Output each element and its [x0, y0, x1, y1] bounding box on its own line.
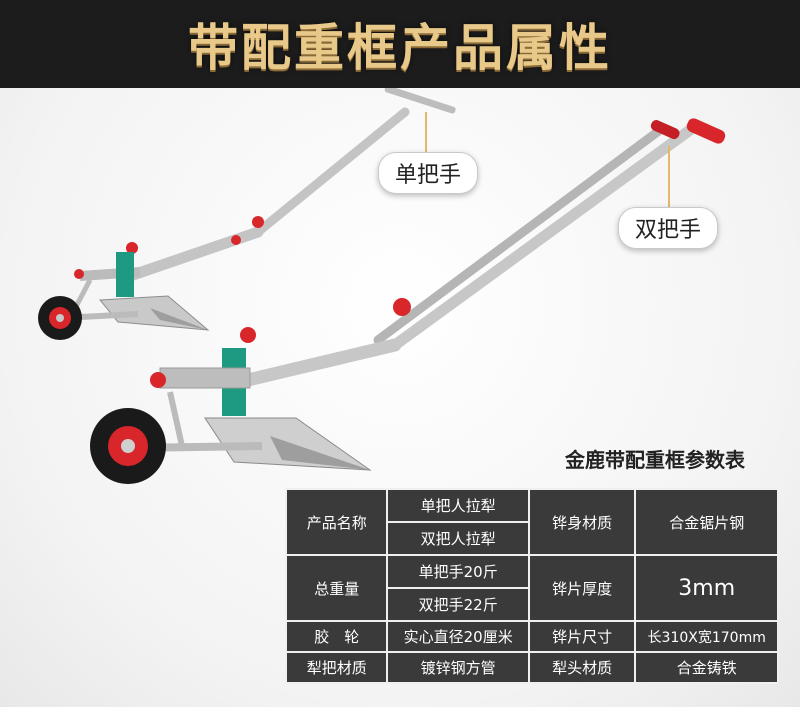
table-row: 总重量 单把手20斤 铧片厚度 3mm [284, 554, 779, 622]
header-banner: 带配重框产品属性 [0, 0, 800, 88]
table-row: 双把人拉犁 [286, 521, 778, 556]
double-callout-line [668, 146, 670, 208]
blade-thickness-label: 铧片厚度 [527, 554, 637, 622]
product-name-label: 产品名称 [284, 488, 389, 556]
double-handle-plough [90, 118, 726, 484]
blade-size-value: 长310X宽170mm [634, 620, 779, 653]
handle-material-value: 镀锌钢方管 [386, 651, 530, 684]
head-material-label: 犁头材质 [527, 651, 637, 684]
head-material-value: 合金铸铁 [634, 651, 779, 684]
table-row: 双把手22斤 [286, 587, 778, 622]
double-handle-label: 双把手 [618, 207, 719, 249]
shovel-material-value: 合金锯片钢 [634, 488, 779, 556]
table-row: 胶 轮 实心直径20厘米 铧片尺寸 长310X宽170mm [284, 620, 779, 653]
wheel-label: 胶 轮 [284, 620, 389, 653]
spec-table: 产品名称 单把人拉犁 铧身材质 合金锯片钢 双把人拉犁 总重量 单把手20斤 铧… [284, 488, 779, 684]
handle-material-label: 犁把材质 [284, 651, 389, 684]
product-name-option-2: 双把人拉犁 [386, 521, 530, 556]
product-name-option-1: 单把人拉犁 [386, 488, 530, 523]
single-handle-label: 单把手 [378, 152, 479, 194]
spec-table-title: 金鹿带配重框参数表 [565, 448, 745, 472]
shovel-material-label: 铧身材质 [527, 488, 637, 556]
single-callout-line [425, 112, 427, 152]
plough-illustration [38, 88, 726, 484]
page-title: 带配重框产品属性 [188, 18, 612, 77]
blade-size-label: 铧片尺寸 [527, 620, 637, 653]
table-row: 产品名称 单把人拉犁 铧身材质 合金锯片钢 [284, 488, 779, 556]
total-weight-option-2: 双把手22斤 [386, 587, 530, 622]
single-handle-plough [38, 88, 456, 340]
total-weight-label: 总重量 [284, 554, 389, 622]
total-weight-option-1: 单把手20斤 [386, 554, 530, 589]
table-row: 犁把材质 镀锌钢方管 犁头材质 合金铸铁 [284, 651, 779, 684]
wheel-value: 实心直径20厘米 [386, 620, 530, 653]
blade-thickness-value: 3mm [634, 554, 779, 622]
